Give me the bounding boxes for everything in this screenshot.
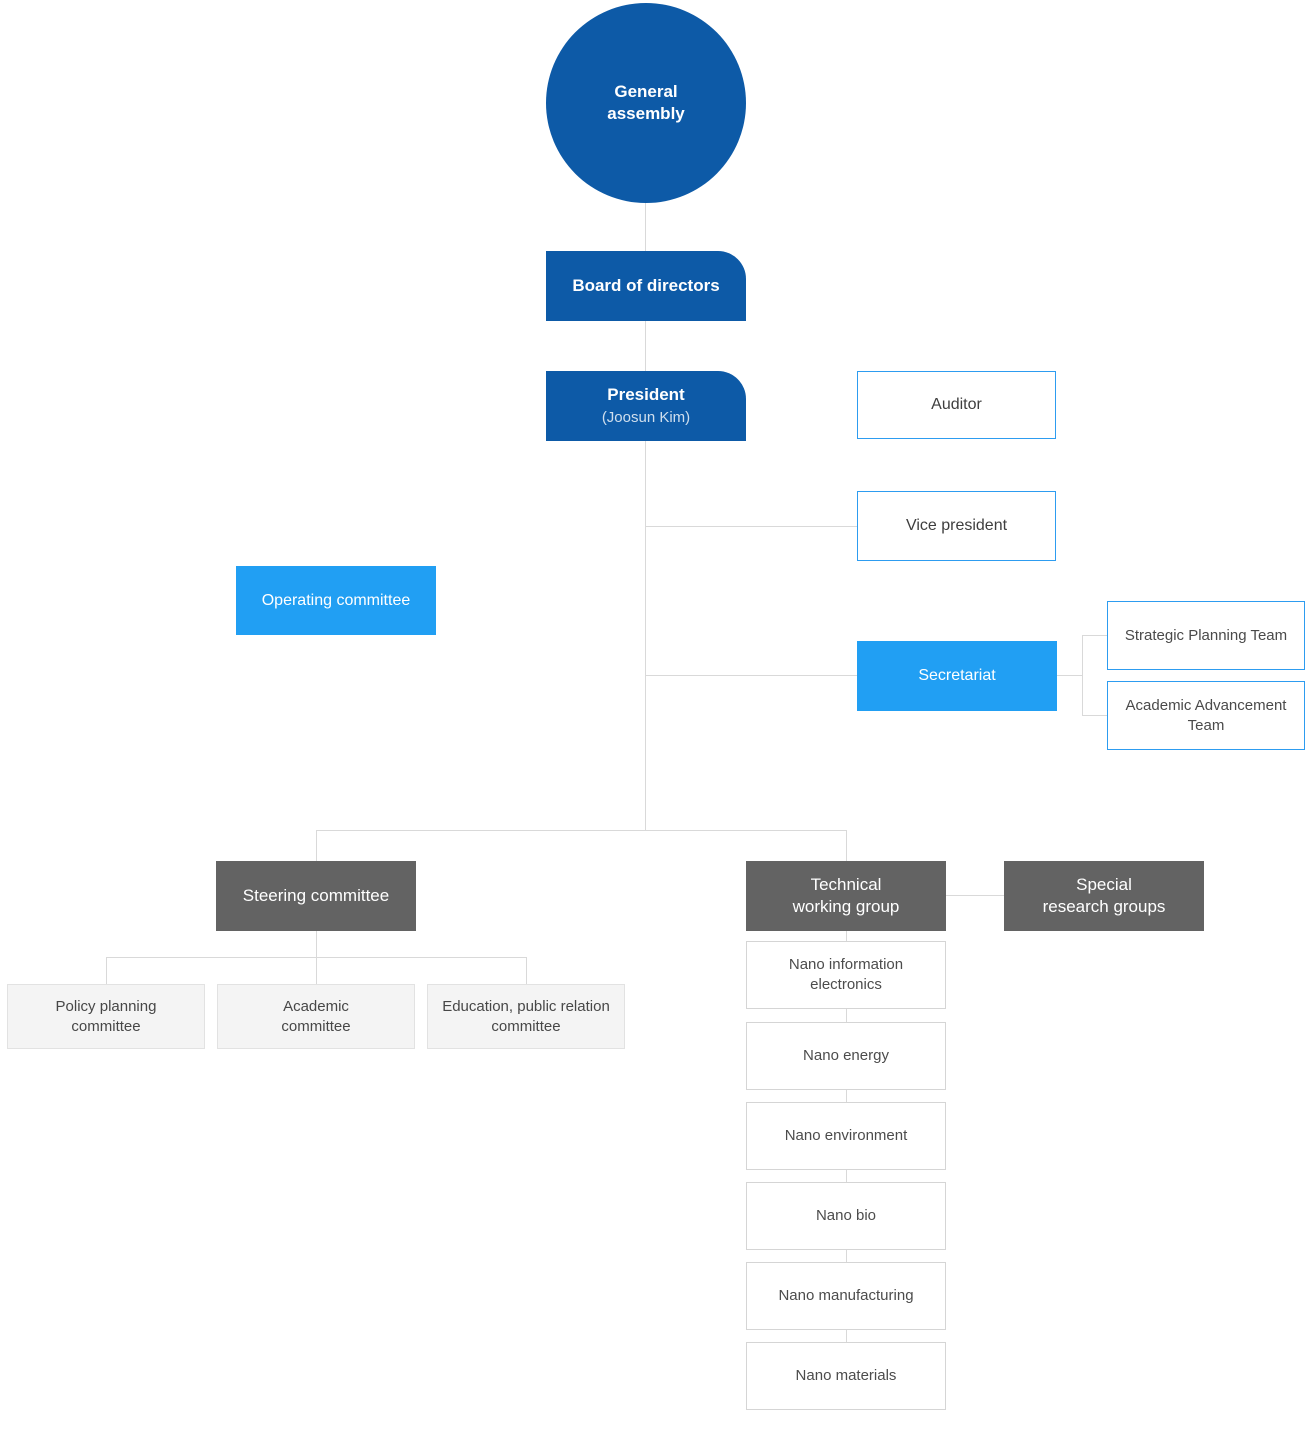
node-steering-committee: Steering committee <box>216 861 416 931</box>
connector-line <box>846 1090 847 1102</box>
connector-line <box>645 441 646 831</box>
node-technical-working-group: Technical working group <box>746 861 946 931</box>
node-auditor: Auditor <box>857 371 1056 439</box>
node-general-assembly: General assembly <box>546 3 746 203</box>
connector-line <box>316 830 317 861</box>
node-board-of-directors: Board of directors <box>546 251 746 321</box>
connector-line <box>316 957 317 984</box>
node-nano-bio: Nano bio <box>746 1182 946 1250</box>
connector-line <box>1082 635 1107 636</box>
node-nano-information-electronics: Nano information electronics <box>746 941 946 1009</box>
node-nano-manufacturing: Nano manufacturing <box>746 1262 946 1330</box>
node-secretariat: Secretariat <box>857 641 1057 711</box>
connector-line <box>1082 635 1083 716</box>
connector-line <box>316 830 847 831</box>
connector-line <box>946 895 1004 896</box>
connector-line <box>846 931 847 941</box>
connector-line <box>846 830 847 861</box>
connector-line <box>1082 715 1107 716</box>
connector-line <box>106 957 107 984</box>
connector-line <box>645 202 646 251</box>
node-academic-committee: Academic committee <box>217 984 415 1049</box>
node-president: President (Joosun Kim) <box>546 371 746 441</box>
node-special-research-groups: Special research groups <box>1004 861 1204 931</box>
connector-line <box>646 526 857 527</box>
connector-line <box>846 1170 847 1182</box>
connector-line <box>646 675 857 676</box>
connector-line <box>1057 675 1082 676</box>
connector-line <box>846 1250 847 1262</box>
node-policy-planning-committee: Policy planning committee <box>7 984 205 1049</box>
connector-line <box>645 321 646 371</box>
connector-line <box>846 1009 847 1022</box>
connector-line <box>316 931 317 958</box>
node-strategic-planning-team: Strategic Planning Team <box>1107 601 1305 670</box>
connector-line <box>846 1330 847 1342</box>
node-nano-materials: Nano materials <box>746 1342 946 1410</box>
connector-line <box>526 957 527 984</box>
node-vice-president: Vice president <box>857 491 1056 561</box>
node-nano-environment: Nano environment <box>746 1102 946 1170</box>
node-operating-committee: Operating committee <box>236 566 436 635</box>
node-academic-advancement-team: Academic Advancement Team <box>1107 681 1305 750</box>
president-name: (Joosun Kim) <box>601 408 691 426</box>
node-education-public-relation-committee: Education, public relation committee <box>427 984 625 1049</box>
president-title: President <box>607 385 685 405</box>
node-nano-energy: Nano energy <box>746 1022 946 1090</box>
